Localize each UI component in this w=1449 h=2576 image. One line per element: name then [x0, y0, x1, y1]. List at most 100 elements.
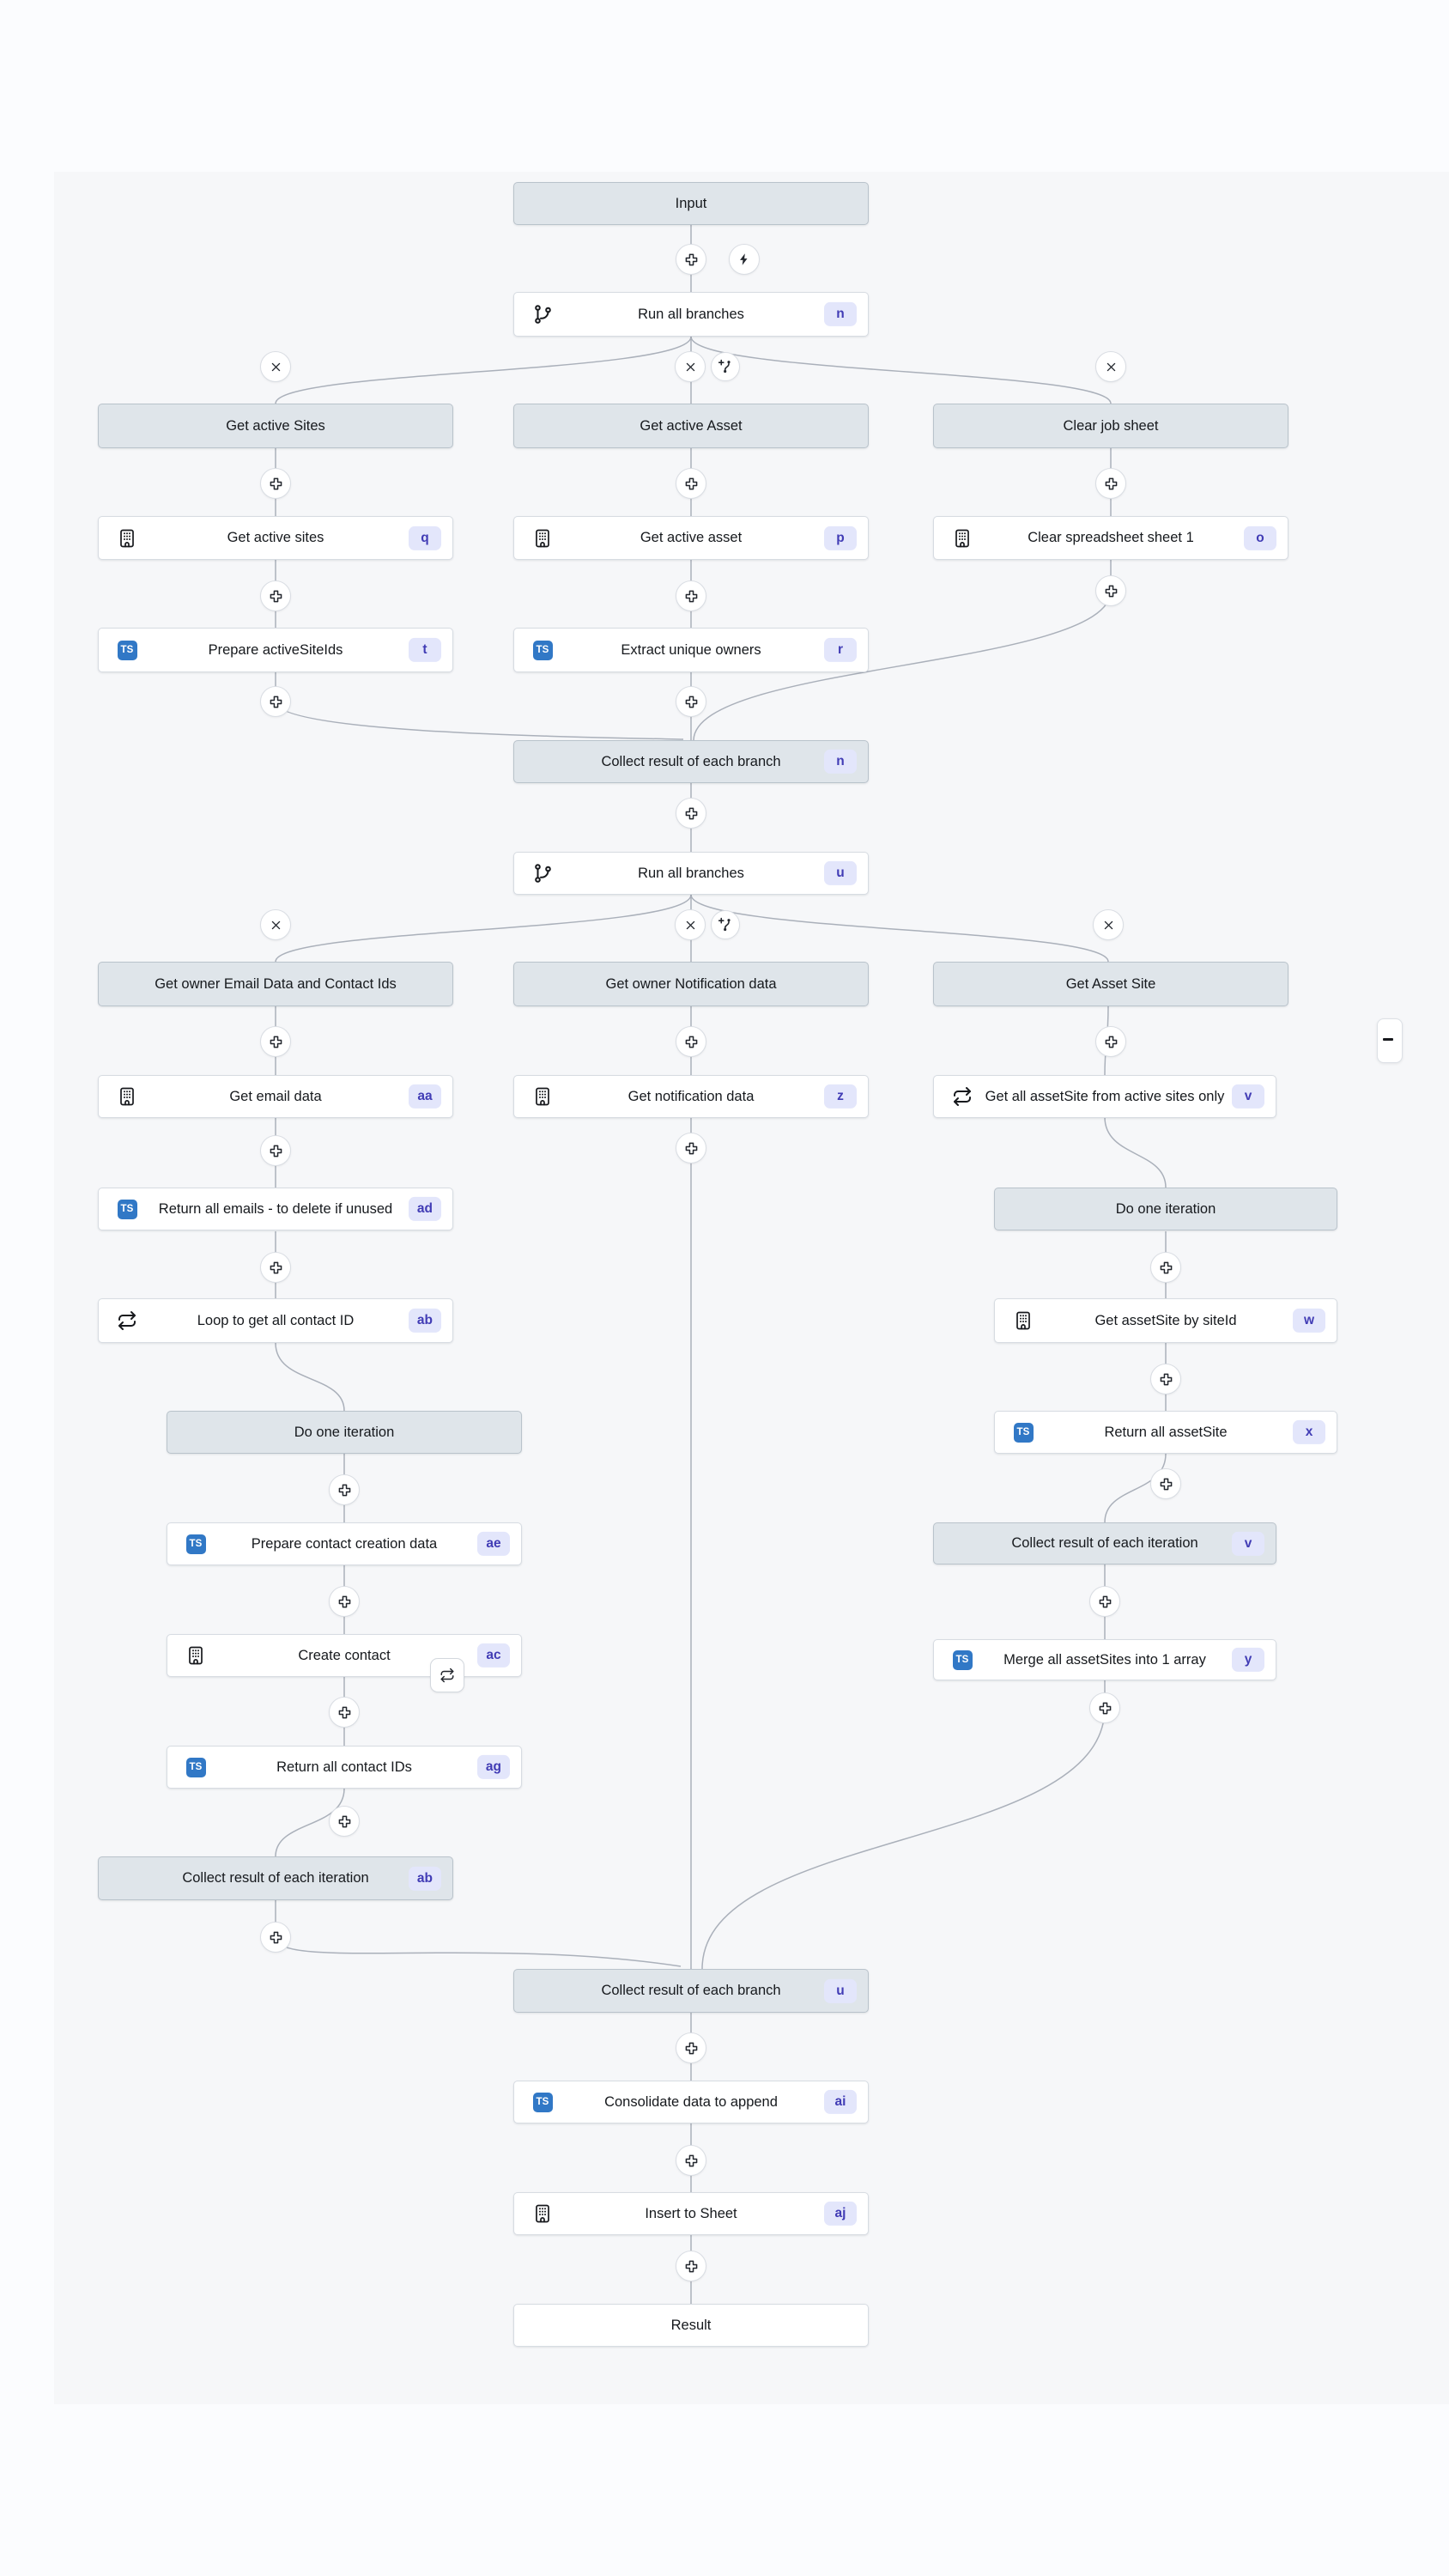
branch-header-get-active-sites[interactable]: Get active Sites	[98, 404, 453, 448]
add-block-button[interactable]	[260, 686, 291, 717]
remove-branch-button[interactable]	[675, 351, 706, 382]
add-block-button[interactable]	[329, 1697, 360, 1728]
add-block-icon	[1105, 585, 1117, 597]
add-block-icon	[338, 1815, 350, 1827]
edge	[275, 336, 692, 404]
typescript-icon-label: TS	[185, 1534, 206, 1554]
minus-icon	[1383, 1038, 1393, 1041]
node-id-badge: ad	[408, 1196, 441, 1222]
add-block-button[interactable]	[329, 1806, 360, 1837]
node-loop-to-get-all-contact-id[interactable]: Loop to get all contact ID ab	[98, 1298, 453, 1343]
loop-header-do-one-iteration-right[interactable]: Do one iteration	[994, 1188, 1337, 1230]
add-block-icon	[1160, 1478, 1172, 1490]
node-label: Do one iteration	[294, 1424, 395, 1440]
add-block-button[interactable]	[1095, 468, 1126, 499]
node-label: Result	[670, 2317, 712, 2333]
typescript-icon-label: TS	[117, 1199, 137, 1219]
resource-building-icon	[117, 528, 137, 549]
node-input[interactable]: Input	[513, 182, 869, 225]
add-block-button[interactable]	[676, 798, 706, 829]
branch-header-get-owner-notification-data[interactable]: Get owner Notification data	[513, 962, 869, 1006]
add-block-button[interactable]	[260, 1135, 291, 1166]
typescript-icon-label: TS	[1013, 1422, 1034, 1443]
node-result[interactable]: Result	[513, 2304, 869, 2347]
add-block-button[interactable]	[1150, 1468, 1181, 1499]
remove-branch-button[interactable]	[675, 909, 706, 940]
add-block-button[interactable]	[1150, 1364, 1181, 1394]
branch-header-clear-job-sheet[interactable]: Clear job sheet	[933, 404, 1288, 448]
node-label: Run all branches	[638, 865, 744, 881]
add-branch-icon	[718, 359, 731, 374]
node-label: Get active asset	[640, 530, 743, 545]
node-label: Get owner Email Data and Contact Ids	[155, 975, 397, 992]
add-block-button[interactable]	[260, 1026, 291, 1057]
node-id-badge: ae	[477, 1531, 510, 1557]
remove-branch-button[interactable]	[260, 909, 291, 940]
node-label: Return all contact IDs	[276, 1759, 412, 1775]
add-block-button[interactable]	[676, 580, 706, 611]
add-block-button[interactable]	[329, 1586, 360, 1617]
add-block-button[interactable]	[676, 2145, 706, 2176]
add-block-button[interactable]	[676, 468, 706, 499]
remove-branch-button[interactable]	[260, 351, 291, 382]
canvas-edge-control-button[interactable]	[1377, 1018, 1403, 1063]
add-block-icon	[338, 1484, 350, 1496]
remove-branch-button[interactable]	[1093, 909, 1124, 940]
add-block-button[interactable]	[676, 1133, 706, 1163]
node-id-badge: z	[824, 1084, 857, 1109]
add-branch-button[interactable]	[711, 910, 740, 939]
add-block-button[interactable]	[1150, 1252, 1181, 1283]
node-id-badge: ab	[408, 1308, 441, 1334]
add-block-button[interactable]	[676, 244, 706, 275]
add-block-button[interactable]	[260, 1922, 291, 1953]
add-branch-button[interactable]	[711, 352, 740, 381]
add-block-button[interactable]	[676, 686, 706, 717]
remove-branch-button[interactable]	[1095, 351, 1126, 382]
branch-header-get-asset-site[interactable]: Get Asset Site	[933, 962, 1288, 1006]
add-block-button[interactable]	[1089, 1586, 1120, 1617]
trigger-lightning-button[interactable]	[729, 244, 760, 275]
add-block-button[interactable]	[1095, 1026, 1126, 1057]
branch-header-get-active-asset[interactable]: Get active Asset	[513, 404, 869, 448]
add-block-button[interactable]	[1089, 1692, 1120, 1723]
add-block-icon	[1105, 1036, 1117, 1048]
branch-header-get-owner-email-data[interactable]: Get owner Email Data and Contact Ids	[98, 962, 453, 1006]
node-id-badge: ab	[408, 1866, 441, 1891]
trigger-lightning-icon	[740, 253, 748, 265]
add-block-button[interactable]	[260, 1252, 291, 1283]
node-label: Do one iteration	[1115, 1200, 1216, 1217]
loop-header-do-one-iteration-left[interactable]: Do one iteration	[167, 1411, 522, 1454]
add-block-button[interactable]	[329, 1474, 360, 1505]
retry-loop-button[interactable]	[430, 1658, 464, 1692]
add-block-button[interactable]	[260, 468, 291, 499]
add-block-button[interactable]	[676, 2251, 706, 2281]
node-label: Loop to get all contact ID	[197, 1312, 355, 1328]
add-block-button[interactable]	[260, 580, 291, 611]
add-block-button[interactable]	[1095, 575, 1126, 606]
add-block-button[interactable]	[676, 2032, 706, 2063]
add-block-button[interactable]	[676, 1026, 706, 1057]
node-get-all-assetsite[interactable]: Get all assetSite from active sites only…	[933, 1075, 1276, 1118]
